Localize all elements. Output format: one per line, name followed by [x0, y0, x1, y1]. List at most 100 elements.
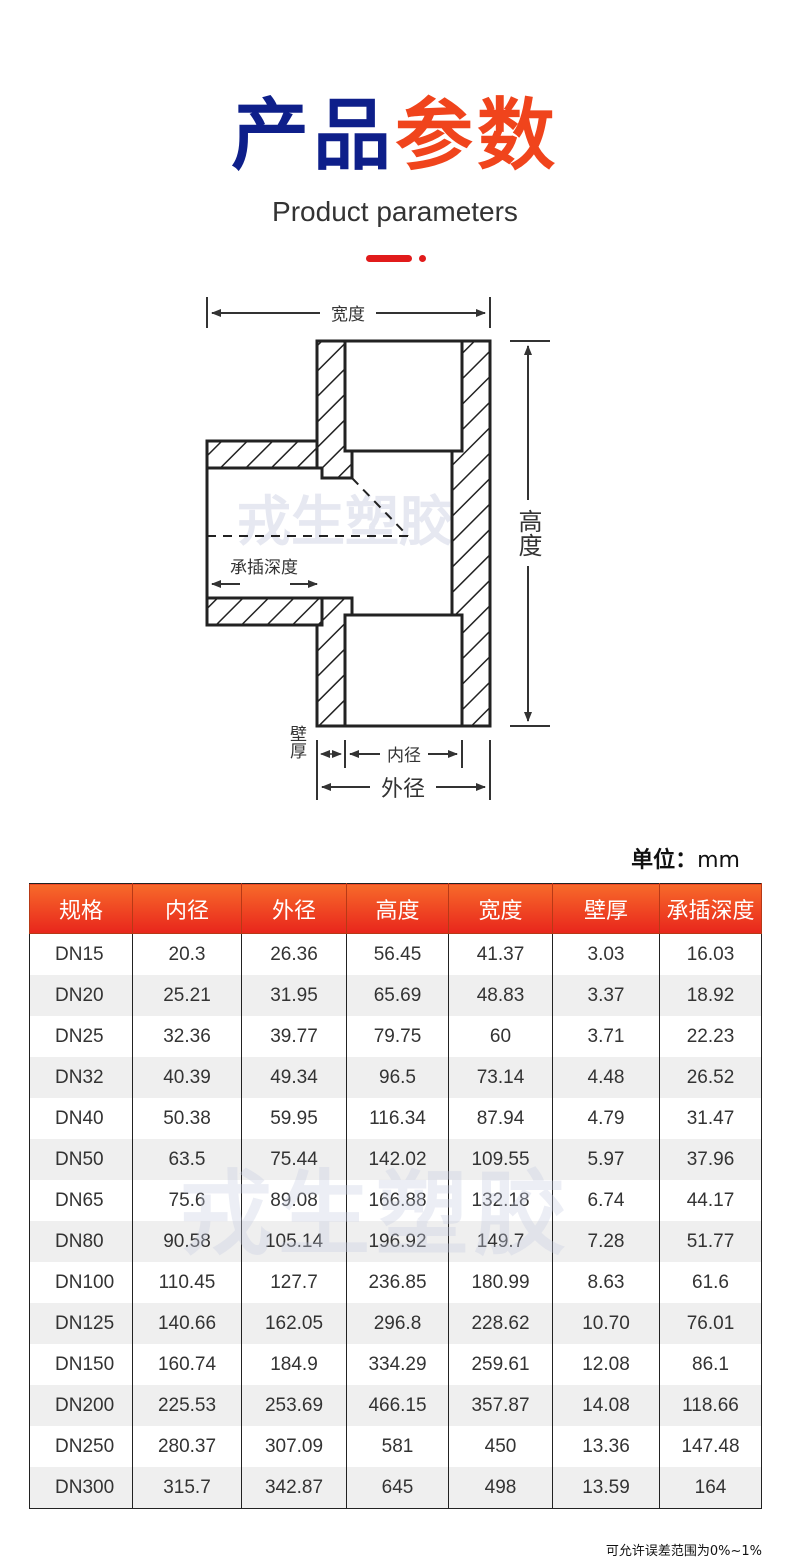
- table-cell: 56.45: [346, 933, 449, 975]
- table-cell: 118.66: [659, 1385, 762, 1426]
- table-cell: 26.36: [241, 933, 347, 975]
- table-cell: 184.9: [241, 1344, 347, 1385]
- table-cell: 342.87: [241, 1467, 347, 1509]
- decoration-dot: [419, 255, 426, 262]
- page-title: 产品参数: [0, 86, 790, 186]
- table-cell: 140.66: [132, 1303, 242, 1344]
- table-cell: DN150: [29, 1344, 133, 1385]
- table-cell: 259.61: [448, 1344, 553, 1385]
- table-cell: DN25: [29, 1016, 133, 1057]
- table-cell: 109.55: [448, 1139, 553, 1180]
- table-cell: 162.05: [241, 1303, 347, 1344]
- table-cell: 44.17: [659, 1180, 762, 1221]
- header-width: 宽度: [448, 883, 553, 934]
- table-cell: 236.85: [346, 1262, 449, 1303]
- table-cell: 196.92: [346, 1221, 449, 1262]
- table-cell: 75.44: [241, 1139, 347, 1180]
- decoration-bar: [366, 255, 412, 262]
- table-cell: 581: [346, 1426, 449, 1467]
- table-cell: DN200: [29, 1385, 133, 1426]
- header-inner-diameter: 内径: [132, 883, 242, 934]
- inner-diameter-label: 内径: [387, 746, 421, 766]
- table-cell: DN65: [29, 1180, 133, 1221]
- height-dimension: 高度: [510, 340, 550, 727]
- bottom-dimensions: 内径 外径 壁厚: [286, 725, 491, 802]
- table-header-row: 规格 内径 外径 高度 宽度 壁厚 承插深度: [29, 883, 762, 934]
- table-cell: 51.77: [659, 1221, 762, 1262]
- table-cell: 166.88: [346, 1180, 449, 1221]
- table-cell: 65.69: [346, 975, 449, 1016]
- width-dimension: 宽度: [206, 297, 491, 328]
- table-cell: 7.28: [552, 1221, 660, 1262]
- height-label: 高度: [514, 509, 542, 557]
- page-subtitle: Product parameters: [272, 196, 518, 227]
- table-cell: 147.48: [659, 1426, 762, 1467]
- table-cell: 79.75: [346, 1016, 449, 1057]
- header-spec: 规格: [29, 883, 133, 934]
- table-cell: DN300: [29, 1467, 133, 1509]
- table-cell: 22.23: [659, 1016, 762, 1057]
- table-cell: 132.18: [448, 1180, 553, 1221]
- table-cell: 18.92: [659, 975, 762, 1016]
- tolerance-note: 可允许误差范围为0%~1%: [605, 1544, 762, 1559]
- table-cell: 357.87: [448, 1385, 553, 1426]
- table-cell: 498: [448, 1467, 553, 1509]
- table-cell: DN50: [29, 1139, 133, 1180]
- table-cell: 315.7: [132, 1467, 242, 1509]
- table-cell: 8.63: [552, 1262, 660, 1303]
- header-socket-depth: 承插深度: [659, 883, 762, 934]
- table-cell: 60: [448, 1016, 553, 1057]
- table-cell: DN40: [29, 1098, 133, 1139]
- table-cell: 13.59: [552, 1467, 660, 1509]
- unit-prefix: 单位：: [631, 848, 698, 873]
- table-cell: DN32: [29, 1057, 133, 1098]
- table-cell: 63.5: [132, 1139, 242, 1180]
- title-part-1: 产品: [230, 91, 395, 181]
- table-cell: 253.69: [241, 1385, 347, 1426]
- table-cell: 334.29: [346, 1344, 449, 1385]
- table-cell: 160.74: [132, 1344, 242, 1385]
- table-cell: 39.77: [241, 1016, 347, 1057]
- socket-depth-dimension: 承插深度: [211, 558, 318, 588]
- unit-value: mm: [697, 848, 740, 873]
- table-cell: 50.38: [132, 1098, 242, 1139]
- table-cell: 3.37: [552, 975, 660, 1016]
- table-cell: 5.97: [552, 1139, 660, 1180]
- table-cell: DN100: [29, 1262, 133, 1303]
- socket-depth-label: 承插深度: [230, 558, 298, 578]
- outer-diameter-label: 外径: [381, 777, 425, 802]
- table-cell: 296.8: [346, 1303, 449, 1344]
- table-cell: 142.02: [346, 1139, 449, 1180]
- table-cell: 164: [659, 1467, 762, 1509]
- table-cell: 307.09: [241, 1426, 347, 1467]
- table-cell: 61.6: [659, 1262, 762, 1303]
- table-cell: 180.99: [448, 1262, 553, 1303]
- table-cell: 225.53: [132, 1385, 242, 1426]
- table-cell: DN20: [29, 975, 133, 1016]
- tee-fitting-diagram: 戎生塑胶 宽度 高度 承插深度: [205, 297, 550, 802]
- tee-walls: [205, 339, 492, 728]
- table-cell: 31.47: [659, 1098, 762, 1139]
- title-part-2: 参数: [395, 91, 560, 181]
- header-wall-thickness: 壁厚: [552, 883, 660, 934]
- table-cell: 31.95: [241, 975, 347, 1016]
- wall-thickness-label: 壁厚: [286, 725, 307, 760]
- table-cell: 13.36: [552, 1426, 660, 1467]
- table-cell: 4.48: [552, 1057, 660, 1098]
- table-cell: 96.5: [346, 1057, 449, 1098]
- table-cell: 116.34: [346, 1098, 449, 1139]
- table-cell: 49.34: [241, 1057, 347, 1098]
- table-cell: DN125: [29, 1303, 133, 1344]
